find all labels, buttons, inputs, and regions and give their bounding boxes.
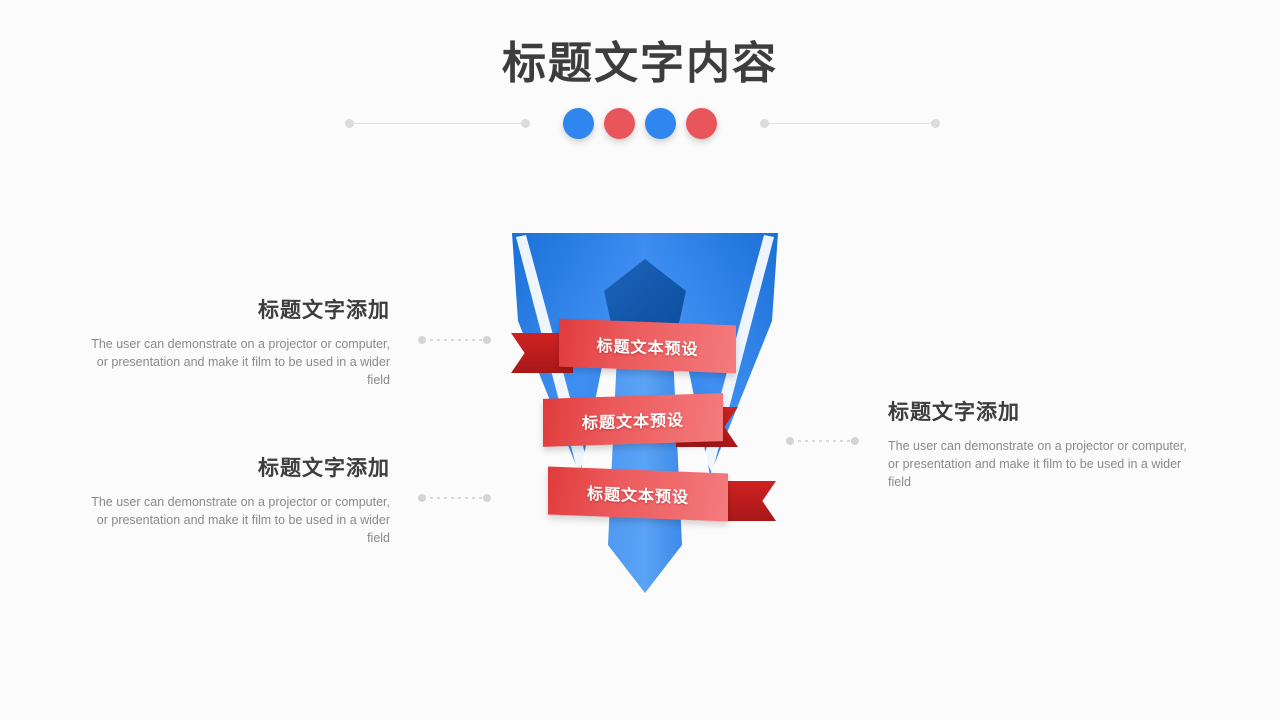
divider-left-start-dot bbox=[345, 119, 354, 128]
ribbon-banner-3-label: 标题文本预设 bbox=[586, 486, 689, 507]
connector-left-bottom-line bbox=[423, 497, 486, 499]
ribbon-banner-2[interactable]: 标题文本预设 bbox=[543, 393, 738, 447]
connector-left-bottom bbox=[418, 494, 491, 502]
divider-left bbox=[345, 119, 530, 128]
ribbon-banner-1[interactable]: 标题文本预设 bbox=[511, 318, 736, 374]
text-block-left-top: 标题文字添加 The user can demonstrate on a pro… bbox=[80, 294, 390, 389]
divider-left-end-dot bbox=[521, 119, 530, 128]
connector-left-top-line bbox=[423, 339, 486, 341]
ribbon-banner-1-label: 标题文本预设 bbox=[596, 338, 699, 359]
header-accent-dots bbox=[0, 108, 1280, 139]
text-block-right-heading: 标题文字添加 bbox=[888, 401, 1020, 424]
dot-red-2 bbox=[686, 108, 717, 139]
tie-body-shape bbox=[608, 333, 682, 593]
text-block-left-top-heading: 标题文字添加 bbox=[258, 299, 390, 322]
connector-left-top bbox=[418, 336, 491, 344]
dot-blue-2 bbox=[645, 108, 676, 139]
text-block-right-body: The user can demonstrate on a projector … bbox=[888, 439, 1187, 489]
connector-left-bottom-start-dot bbox=[418, 494, 426, 502]
dot-blue-1 bbox=[563, 108, 594, 139]
text-block-left-bottom-heading: 标题文字添加 bbox=[258, 457, 390, 480]
connector-left-top-end-dot bbox=[483, 336, 491, 344]
text-block-left-top-body: The user can demonstrate on a projector … bbox=[91, 337, 390, 387]
text-block-left-bottom: 标题文字添加 The user can demonstrate on a pro… bbox=[80, 452, 390, 547]
connector-right-start-dot bbox=[786, 437, 794, 445]
ribbon-banner-3[interactable]: 标题文本预设 bbox=[548, 466, 776, 522]
text-block-right: 标题文字添加 The user can demonstrate on a pro… bbox=[888, 396, 1198, 491]
text-block-left-bottom-body: The user can demonstrate on a projector … bbox=[91, 495, 390, 545]
connector-left-top-start-dot bbox=[418, 336, 426, 344]
ribbon-banner-2-band: 标题文本预设 bbox=[543, 393, 723, 447]
ribbon-banner-1-band: 标题文本预设 bbox=[559, 318, 736, 374]
divider-right-end-dot bbox=[931, 119, 940, 128]
connector-right bbox=[786, 437, 859, 445]
tie-knot-shape bbox=[604, 259, 686, 337]
divider-right-bar bbox=[767, 123, 933, 124]
connector-left-bottom-end-dot bbox=[483, 494, 491, 502]
divider-right bbox=[760, 119, 940, 128]
dot-red-1 bbox=[604, 108, 635, 139]
page-title: 标题文字内容 bbox=[502, 39, 778, 88]
connector-right-line bbox=[791, 440, 854, 442]
ribbon-banner-2-label: 标题文本预设 bbox=[581, 412, 684, 433]
connector-right-end-dot bbox=[851, 437, 859, 445]
divider-left-bar bbox=[352, 123, 523, 124]
ribbon-banner-3-band: 标题文本预设 bbox=[548, 466, 728, 522]
divider-right-start-dot bbox=[760, 119, 769, 128]
